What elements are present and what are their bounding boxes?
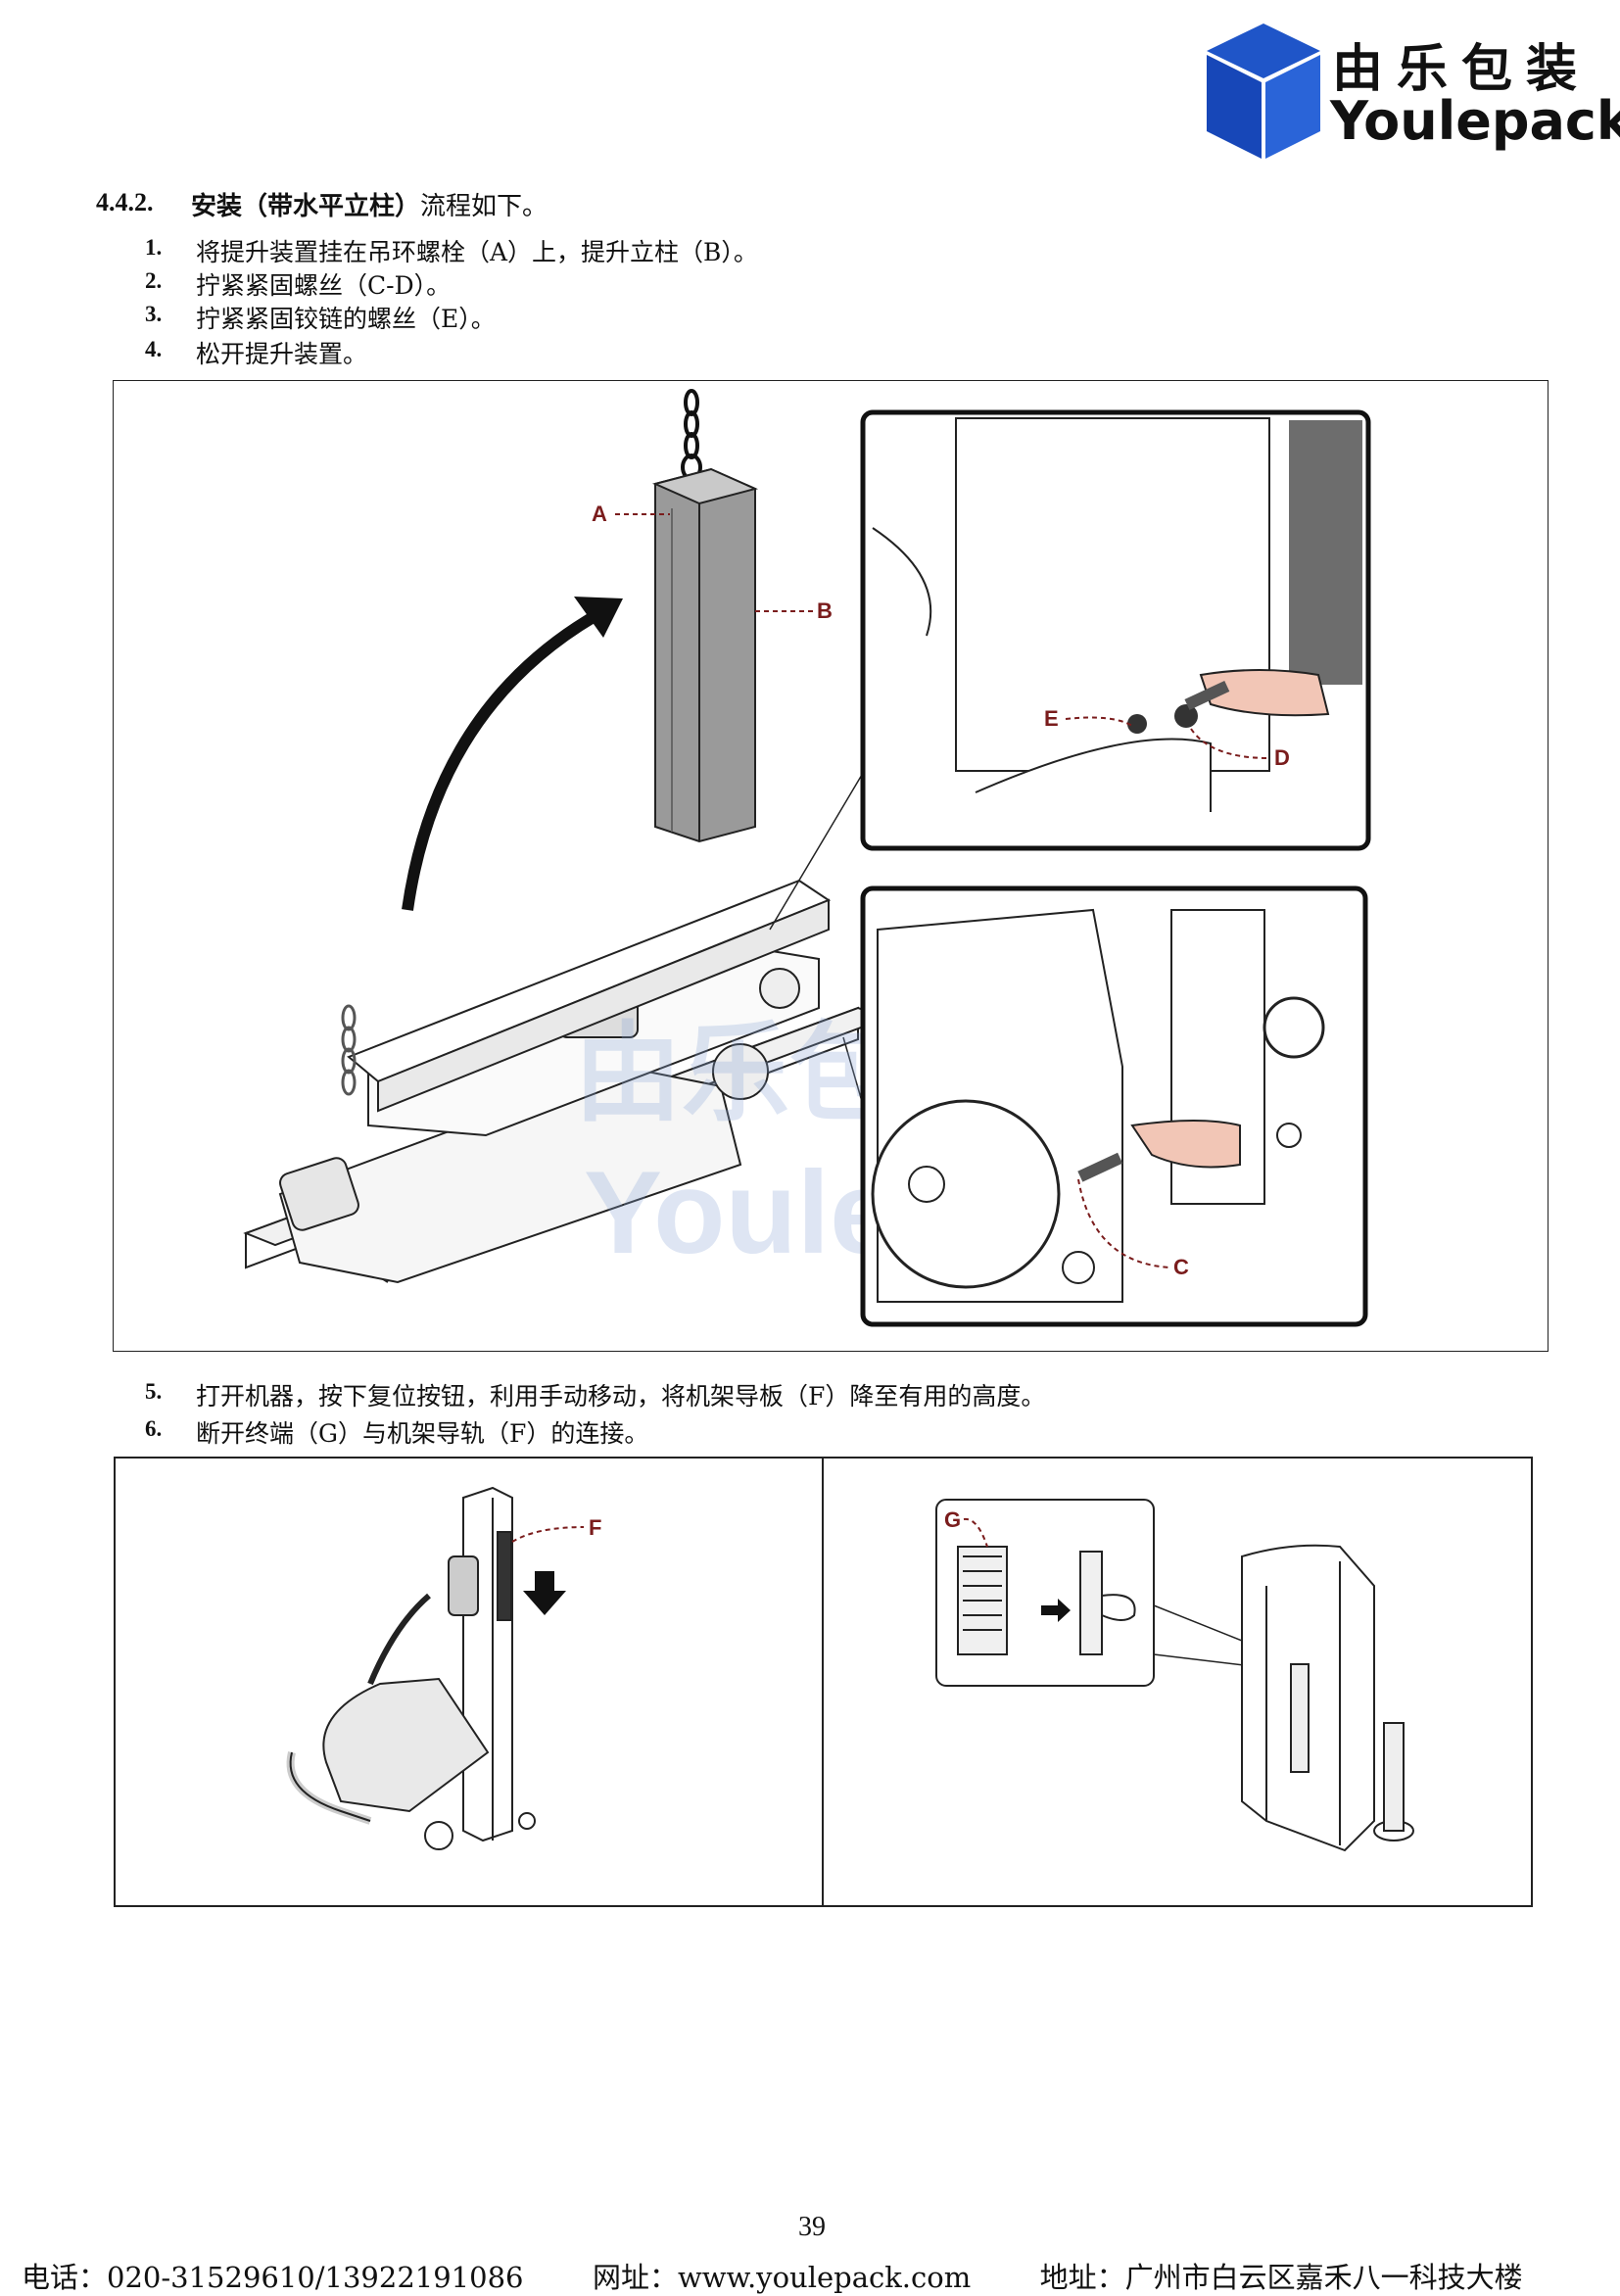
label-d: D [1274, 745, 1290, 770]
inset-connector-detail [935, 1499, 1155, 1687]
logo-english-text: Youlepack [1330, 90, 1620, 152]
section-title: 安装（带水平立柱）流程如下。 [191, 186, 548, 222]
page-number: 39 [798, 2212, 826, 2242]
footer-address: 地址：广州市白云区嘉禾八一科技大楼 [1039, 2261, 1523, 2294]
section-number: 4.4.2. [96, 188, 154, 216]
step-text: 松开提升装置。 [196, 340, 368, 368]
step-number: 4. [145, 337, 163, 361]
inset-hinge-screw-detail: E D [860, 409, 1371, 851]
step-number: 1. [145, 235, 163, 260]
hand-icon [1130, 1120, 1241, 1169]
figure-installation-lifting: A B 由乐包装 Youlepack E D [113, 380, 1549, 1352]
hand-icon [1199, 669, 1330, 717]
label-c: C [1173, 1255, 1189, 1279]
youlepack-logo [1207, 24, 1320, 159]
section-title-bold: 安装（带水平立柱） [191, 192, 421, 221]
footer-phone: 电话：020-31529610/13922191086 [22, 2261, 524, 2294]
step-number: 6. [145, 1416, 163, 1441]
figure-carriage-terminal: F G [114, 1457, 1533, 1907]
step-text: 打开机器，按下复位按钮，利用手动移动，将机架导板（F）降至有用的高度。 [196, 1382, 1046, 1411]
footer-website: 网址：www.youlepack.com [592, 2261, 972, 2294]
wrench-icon [1077, 1152, 1123, 1182]
cube-logo-icon [1207, 24, 1320, 159]
label-f: F [589, 1515, 601, 1540]
figure-2-illustration: F G [286, 1486, 1414, 1852]
figure-1-illustration: A B 由乐包装 Youlepack E D [243, 389, 1371, 1327]
connect-arrow-icon [1041, 1599, 1071, 1622]
logo-chinese-text: 由乐包装 [1332, 40, 1592, 99]
leader-line [769, 747, 879, 931]
chain-left-illustration [341, 1004, 357, 1096]
footer-contact: 电话：020-31529610/13922191086 网址：www.youle… [22, 2255, 1523, 2296]
carriage-illustration [1241, 1544, 1414, 1852]
label-b: B [817, 598, 833, 623]
step-text: 拧紧紧固螺丝（C-D）。 [196, 271, 452, 300]
step-number: 3. [145, 302, 163, 326]
lift-arrow-head-icon [574, 597, 623, 638]
label-g: G [944, 1507, 961, 1532]
figure-divider [822, 1457, 824, 1907]
raised-column-illustration [651, 467, 759, 843]
step-number: 5. [145, 1379, 163, 1404]
step-number: 2. [145, 268, 163, 293]
section-title-rest: 流程如下。 [420, 192, 548, 221]
horizontal-column-illustration [347, 879, 832, 1113]
machine-upright-illustration [286, 1486, 536, 1850]
step-text: 将提升装置挂在吊环螺栓（A）上，提升立柱（B）。 [196, 238, 758, 266]
lift-arrow-icon [402, 605, 606, 911]
step-text: 拧紧紧固铰链的螺丝（E）。 [196, 305, 496, 333]
inset-base-screw-detail: C [860, 885, 1368, 1327]
wrench-icon [1184, 680, 1230, 710]
lower-arrow-icon [523, 1571, 566, 1615]
label-e: E [1044, 706, 1059, 731]
step-text: 断开终端（G）与机架导轨（F）的连接。 [196, 1419, 649, 1448]
label-a: A [592, 502, 607, 526]
chain-top-illustration [681, 389, 702, 481]
